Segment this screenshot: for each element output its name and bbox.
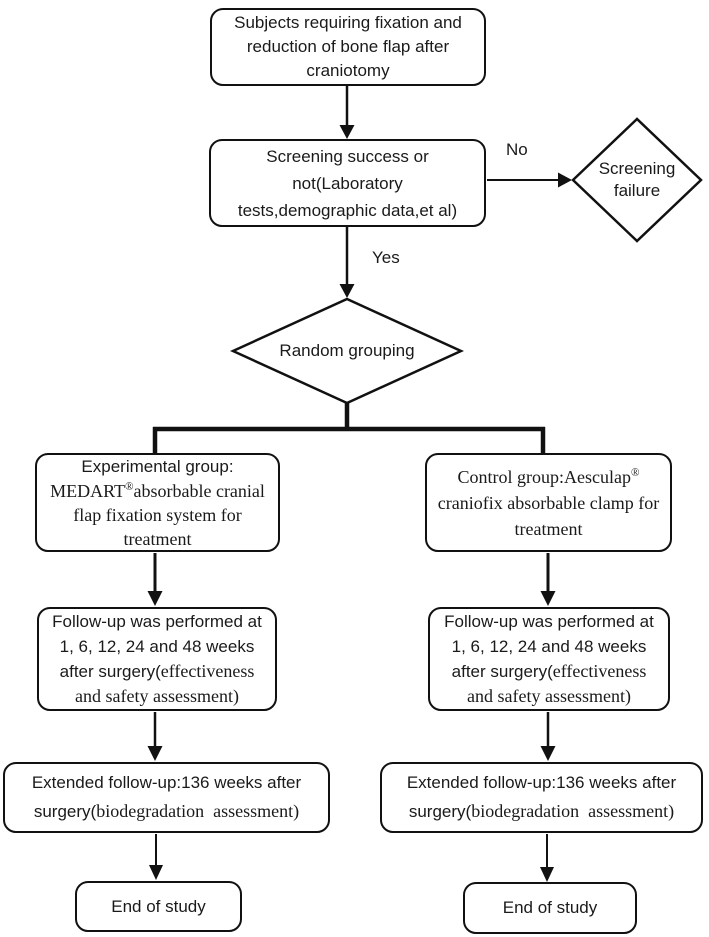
yes-edge-label: Yes	[372, 248, 400, 267]
no-edge-label: No	[506, 140, 528, 159]
box-text-line: End of study	[111, 896, 206, 916]
box-text-line: reduction of bone flap after	[246, 37, 450, 56]
box-text-segment: effectiveness	[552, 661, 647, 681]
box-text-line: tests,demographic data,et al)	[237, 200, 458, 220]
brand-name: Control group:Aesculap	[457, 466, 631, 487]
box-text-line: surgery(biodegradation assessment)	[382, 797, 701, 826]
box-text-line: 1, 6, 12, 24 and 48 weeks	[59, 637, 255, 656]
followup-right-box: Follow-up was performed at 1, 6, 12, 24 …	[428, 607, 670, 711]
end-of-study-right-box: End of study	[463, 882, 637, 934]
arrowhead-icon	[540, 867, 554, 882]
box-text-line: MEDART®absorbable cranial	[37, 479, 278, 503]
box-text-line: End of study	[502, 898, 598, 917]
box-text-segment: surgery(	[408, 802, 472, 821]
arrowhead-icon	[339, 125, 355, 139]
box-text-line: not(Laboratory	[292, 173, 403, 193]
box-text-segment: effectiveness	[160, 661, 255, 681]
arrowhead-icon	[540, 746, 556, 761]
box-text-line: surgery(biodegradation assessment)	[5, 797, 328, 826]
screening-failure-diamond-shape	[571, 117, 703, 243]
box-text-line: Extended follow-up:136 weeks after	[31, 773, 302, 792]
followup-left-box: Follow-up was performed at 1, 6, 12, 24 …	[37, 607, 277, 711]
arrowhead-icon	[540, 591, 556, 606]
box-text-line: 1, 6, 12, 24 and 48 weeks	[451, 637, 647, 656]
box-text-line: Control group:Aesculap®	[427, 464, 670, 490]
box-text-segment: after surgery(	[451, 662, 553, 681]
registered-trademark-icon: ®	[125, 480, 134, 493]
extended-followup-left-box: Extended follow-up:136 weeks after surge…	[3, 762, 330, 833]
box-text-segment: surgery(	[33, 802, 97, 821]
box-text-line: Subjects requiring fixation and	[234, 13, 462, 32]
box-text-line: Extended follow-up:136 weeks after	[406, 773, 677, 792]
diamond-text-line: Screening	[598, 159, 676, 178]
experimental-group-box: Experimental group: MEDART®absorbable cr…	[35, 453, 280, 552]
box-text-line: flap fixation system for	[73, 504, 242, 525]
arrowhead-icon	[149, 865, 163, 880]
box-text-segment: biodegradation assessment)	[471, 801, 675, 821]
registered-trademark-icon: ®	[631, 466, 640, 479]
box-text-line: and safety assessment)	[467, 686, 631, 706]
box-text-line: Follow-up was performed at	[52, 612, 262, 631]
box-text-line: after surgery(effectiveness	[430, 659, 668, 684]
box-text-line: Follow-up was performed at	[444, 612, 654, 631]
box-text-segment: after surgery(	[59, 662, 161, 681]
box-text-line: craniotomy	[306, 61, 390, 80]
end-of-study-left-box: End of study	[75, 881, 242, 932]
arrowhead-icon	[339, 284, 355, 298]
arrowhead-icon	[558, 172, 572, 188]
box-text-line: and safety assessment)	[75, 686, 239, 706]
control-group-box: Control group:Aesculap® craniofix absorb…	[425, 453, 672, 552]
box-text-line: treatment	[514, 518, 583, 539]
random-grouping-label: Random grouping	[279, 341, 415, 360]
random-grouping-diamond-shape	[229, 297, 465, 405]
box-text-line: Screening success or	[266, 146, 429, 166]
screening-failure-label: Screening failure	[577, 158, 697, 202]
brand-name: MEDART	[50, 480, 125, 501]
arrowhead-icon	[147, 746, 163, 761]
box-text-line: craniofix absorbable clamp for	[437, 492, 660, 513]
box-text-segment: biodegradation assessment)	[96, 801, 300, 821]
box-text-line: treatment	[123, 528, 192, 549]
box-text-line: after surgery(effectiveness	[39, 659, 275, 684]
subjects-box: Subjects requiring fixation and reductio…	[210, 8, 486, 86]
box-text-segment: absorbable cranial	[133, 480, 265, 501]
screening-box: Screening success or not(Laboratory test…	[209, 139, 486, 227]
diamond-text-line: failure	[613, 181, 661, 200]
box-text-line: Experimental group:	[81, 456, 234, 476]
arrowhead-icon	[147, 591, 163, 606]
extended-followup-right-box: Extended follow-up:136 weeks after surge…	[380, 762, 703, 833]
